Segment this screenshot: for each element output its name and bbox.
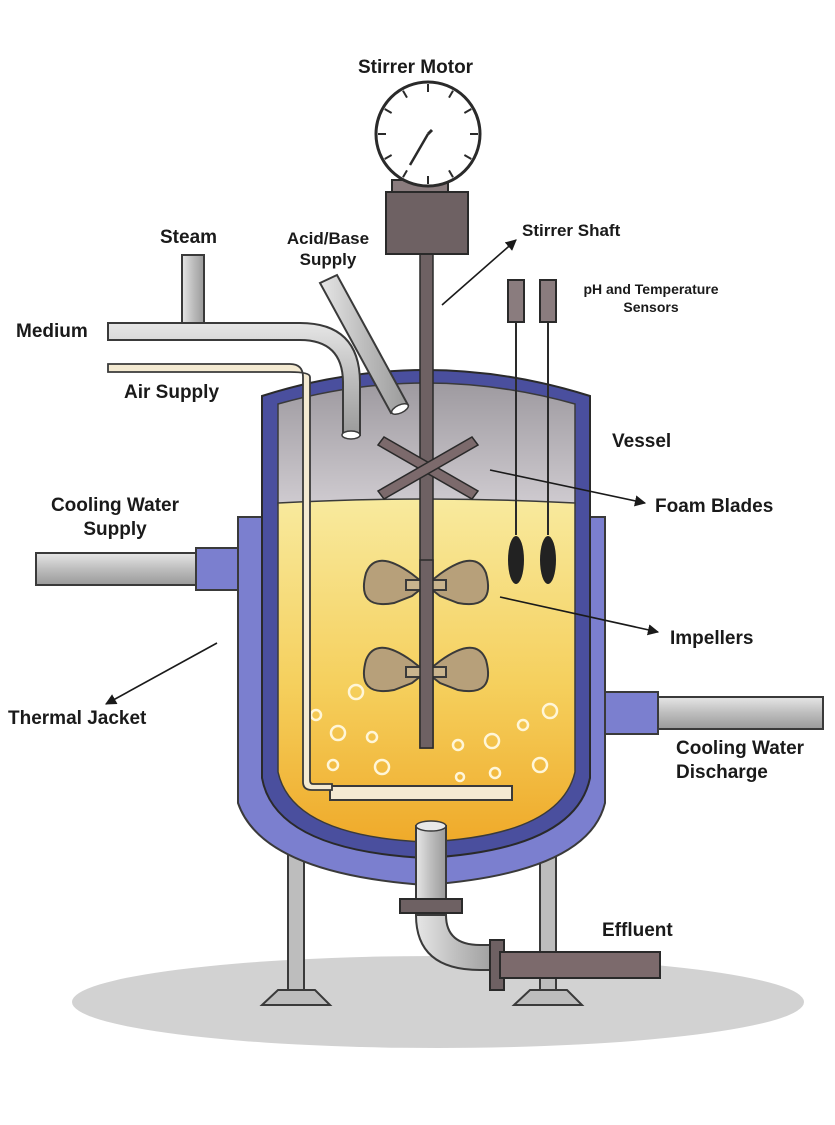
stirrer-motor: [374, 80, 482, 255]
foam-blades: [376, 436, 480, 500]
jacket-outlet-nozzle: [604, 691, 659, 735]
air-bubbles: [309, 683, 559, 783]
label-cooling-supply-line2: Supply: [83, 518, 147, 540]
label-cooling-discharge-line2: Discharge: [676, 761, 768, 783]
label-ph-temperature-sensors: pH and Temperature Sensors: [566, 281, 736, 316]
label-pointers: [105, 239, 660, 705]
label-foam-blades: Foam Blades: [655, 496, 774, 517]
air-sparger: [329, 785, 513, 801]
floor-shadow: [72, 956, 804, 1048]
ph-temperature-sensors: [507, 279, 557, 584]
label-steam: Steam: [160, 227, 218, 248]
label-cooling-water-discharge: Cooling Water Discharge: [676, 737, 804, 785]
label-stirrer-shaft: Stirrer Shaft: [522, 221, 621, 240]
label-vessel: Vessel: [612, 431, 672, 452]
label-cooling-discharge-line1: Cooling Water: [676, 738, 805, 759]
cooling-water-supply-pipe: [35, 552, 202, 586]
label-ph-temp-line2: Sensors: [623, 298, 679, 315]
label-acid-base-line1: Acid/Base: [286, 229, 370, 248]
jacket-inlet-nozzle: [195, 547, 239, 591]
effluent-pipe: [399, 820, 661, 991]
gauge-tick: [402, 90, 408, 99]
gauge-tick: [384, 108, 393, 114]
support-legs: [259, 829, 585, 1006]
acid-base-supply-pipe: [318, 273, 410, 416]
gauge-tick: [448, 169, 454, 178]
label-acid-base-supply: Acid/Base Supply: [278, 228, 378, 271]
dial-gauge-icon: [374, 80, 482, 188]
air-supply-pipe: [107, 363, 333, 791]
cooling-water-discharge-pipe: [654, 696, 824, 730]
label-air-supply: Air Supply: [124, 382, 220, 403]
medium-steam-pipes: [107, 254, 361, 440]
label-impellers: Impellers: [670, 628, 754, 649]
gauge-tick: [384, 154, 393, 160]
label-stirrer-motor: Stirrer Motor: [358, 57, 474, 78]
label-effluent: Effluent: [602, 920, 673, 941]
label-medium: Medium: [16, 321, 88, 342]
gauge-tick: [463, 108, 472, 114]
gauge-tick: [463, 154, 472, 160]
gauge-tick: [402, 169, 408, 178]
label-cooling-water-supply: Cooling Water Supply: [30, 494, 200, 542]
label-acid-base-line2: Supply: [299, 250, 357, 270]
label-thermal-jacket: Thermal Jacket: [8, 708, 147, 729]
label-cooling-supply-line1: Cooling Water: [50, 495, 180, 516]
label-ph-temp-line1: pH and Temperature: [583, 281, 719, 297]
gauge-tick: [448, 90, 454, 99]
